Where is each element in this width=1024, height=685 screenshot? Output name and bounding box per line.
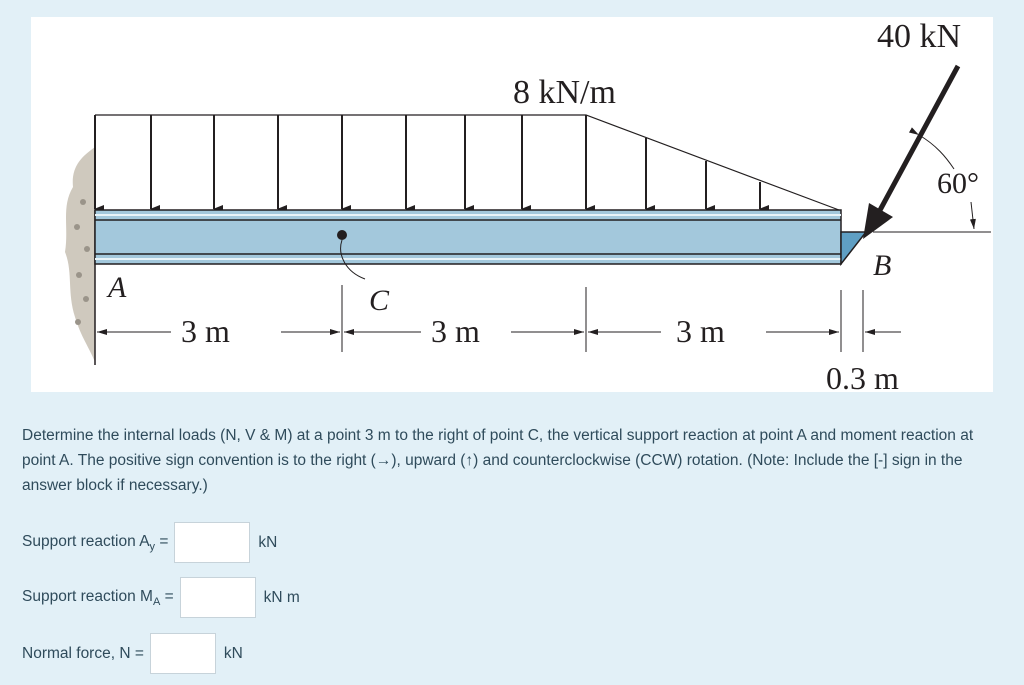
question-text: Determine the internal loads (N, V & M) …	[22, 427, 974, 494]
ay-label: Support reaction Ay =	[22, 532, 169, 553]
answer-row-ay: Support reaction Ay = kN	[22, 522, 277, 563]
point-c-label: C	[369, 284, 390, 317]
point-a-label: A	[106, 271, 127, 304]
dimension-lines	[97, 285, 901, 352]
force-label: 40 kN	[877, 18, 961, 55]
normal-force-label: Normal force, N =	[22, 644, 144, 662]
dim-c-mid-label: 3 m	[431, 313, 480, 349]
point-b-label: B	[873, 249, 891, 282]
ay-unit: kN	[258, 533, 278, 551]
normal-force-input[interactable]	[149, 633, 216, 674]
normal-force-unit: kN	[223, 644, 243, 662]
angle-label: 60°	[937, 167, 979, 200]
dim-offset-label: 0.3 m	[826, 360, 899, 392]
dim-mid-end-label: 3 m	[676, 313, 725, 349]
distributed-load-outline	[95, 114, 840, 211]
beam-diagram: 8 kN/m 40 kN 60° A B C 3 m 3 m 3 m 0.3 m	[65, 18, 991, 392]
point-c-marker	[337, 230, 347, 240]
beam-figure: 8 kN/m 40 kN 60° A B C 3 m 3 m 3 m 0.3 m	[31, 17, 993, 392]
ma-label: Support reaction MA =	[22, 587, 174, 608]
load-intensity-label: 8 kN/m	[513, 74, 616, 111]
ma-input[interactable]	[179, 577, 256, 618]
ay-input[interactable]	[174, 522, 251, 563]
beam	[94, 209, 868, 267]
answer-row-normal-force: Normal force, N = kN	[22, 633, 243, 674]
force-40kn-arrow	[876, 64, 961, 214]
dim-ac-label: 3 m	[181, 313, 230, 349]
ma-unit: kN m	[263, 588, 300, 606]
load-arrows	[94, 115, 769, 213]
fixed-wall-support	[65, 147, 96, 365]
answer-row-ma: Support reaction MA = kN m	[22, 577, 300, 618]
